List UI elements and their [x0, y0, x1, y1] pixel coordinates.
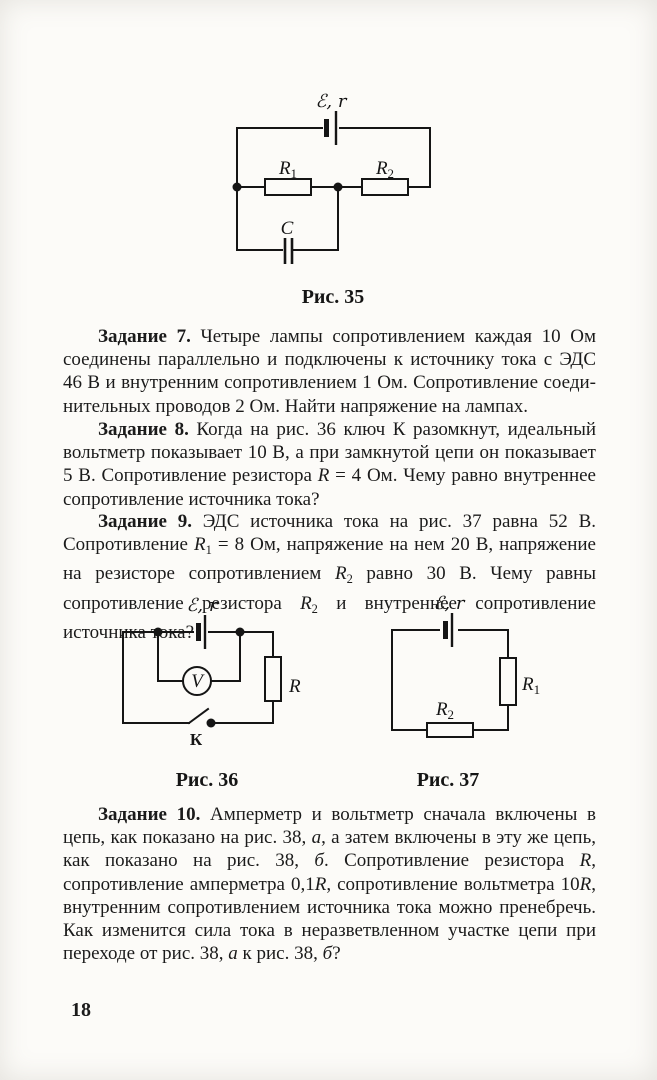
figure-37-circuit: ℰ, r R1 R2 Рис. 37	[391, 595, 540, 791]
text-run: Задание 8.	[98, 419, 189, 440]
text-run: R	[193, 534, 206, 556]
text-run: , сопротивление амперметра 0,1	[63, 850, 596, 895]
circuit-wires	[236, 127, 431, 251]
switch-icon	[187, 707, 216, 728]
circuit-wires	[122, 631, 274, 724]
resistor-r1-box	[499, 657, 517, 706]
r1-label: R1	[278, 158, 297, 181]
circuit-wires	[391, 629, 509, 731]
text-run: Амперметр и вольтметр сначала включены в…	[63, 804, 596, 849]
emf-label: ℰ, r	[434, 595, 466, 614]
text-run: Задание 7.	[98, 326, 191, 347]
text-run: ?	[332, 943, 341, 965]
text-run: , сопротивление вольтметра 10	[326, 873, 580, 895]
junction-dot	[232, 182, 242, 192]
text-run: , а затем включены в эту же цепь, как по…	[63, 827, 596, 872]
task-8-paragraph: Задание 8. Когда на рис. 36 ключ К разом…	[63, 418, 596, 511]
text-run: . Сопротивление резистора	[323, 850, 580, 872]
r1-label: R1	[521, 674, 540, 697]
text-run: R	[334, 563, 347, 585]
text-run: 2	[346, 572, 353, 587]
task-10-paragraph: Задание 10. Амперметр и вольтметр сначал…	[63, 803, 596, 965]
capacitor-label: C	[281, 218, 294, 239]
resistor-r2-box	[426, 722, 474, 738]
page-number: 18	[71, 999, 91, 1021]
text-run: R	[314, 873, 327, 895]
text-run: Четыре лампы сопротивлением каждая 10 Ом…	[63, 326, 597, 417]
figure-35-circuit: ℰ, r R1 R2 C Рис. 35	[232, 91, 431, 308]
battery-icon	[443, 613, 454, 647]
voltmeter-label: V	[191, 671, 205, 692]
emf-label: ℰ, r	[316, 91, 348, 112]
text-run: 1	[205, 543, 212, 558]
junction-dot	[153, 627, 163, 637]
task-7-paragraph: Задание 7. Четыре лампы сопротивлением к…	[63, 325, 596, 418]
text-run: R	[579, 873, 592, 895]
battery-icon	[324, 111, 338, 145]
junction-dot	[333, 182, 343, 192]
text-run: R	[317, 465, 330, 487]
text-run: равно 30 В. Чему равны сопротив­ление ре…	[63, 563, 597, 614]
text-run: , внутренним сопротивлением источника то…	[63, 873, 597, 965]
switch-label: К	[190, 730, 203, 749]
text-run: Когда на рис. 36 ключ К разомкнут, идеал…	[63, 419, 597, 487]
voltmeter-icon	[182, 666, 212, 696]
figure-35-caption: Рис. 35	[302, 286, 365, 308]
emf-label: ℰ, r	[187, 595, 219, 616]
text-run: = 4 Ом. Чему равно внутреннее сопротивле…	[63, 465, 596, 510]
junction-dot	[235, 627, 245, 637]
text-run: R	[579, 850, 592, 872]
r2-label: R2	[435, 699, 454, 722]
text-run: ЭДС источника тока на рис. 37 равна 52 В…	[63, 511, 596, 556]
task-9-paragraph: Задание 9. ЭДС источника тока на рис. 37…	[63, 510, 596, 644]
text-run: = 8 Ом, напряжение на нем 20 В, напряжен…	[63, 534, 596, 585]
text-run: Задание 9.	[98, 511, 193, 532]
r2-label: R2	[375, 158, 394, 181]
text-run: б	[314, 850, 324, 872]
resistor-r2-box	[361, 178, 409, 196]
battery-icon	[196, 615, 207, 649]
resistor-r1-box	[264, 178, 312, 196]
text-run: а	[228, 943, 238, 965]
figure-37-caption: Рис. 37	[417, 769, 480, 791]
text-run: R	[300, 592, 312, 614]
resistor-r-label: R	[288, 676, 301, 697]
text-run: Задание 10.	[98, 804, 201, 825]
text-run: б	[322, 943, 333, 965]
text-run: к рис. 38,	[237, 943, 323, 965]
resistor-r-box	[264, 656, 282, 702]
capacitor-icon	[283, 238, 294, 264]
text-run: а	[311, 827, 322, 849]
figure-36-caption: Рис. 36	[176, 769, 239, 791]
figure-36-circuit: V R К ℰ, r Рис. 36	[122, 595, 301, 791]
text-run: 2	[311, 601, 318, 616]
